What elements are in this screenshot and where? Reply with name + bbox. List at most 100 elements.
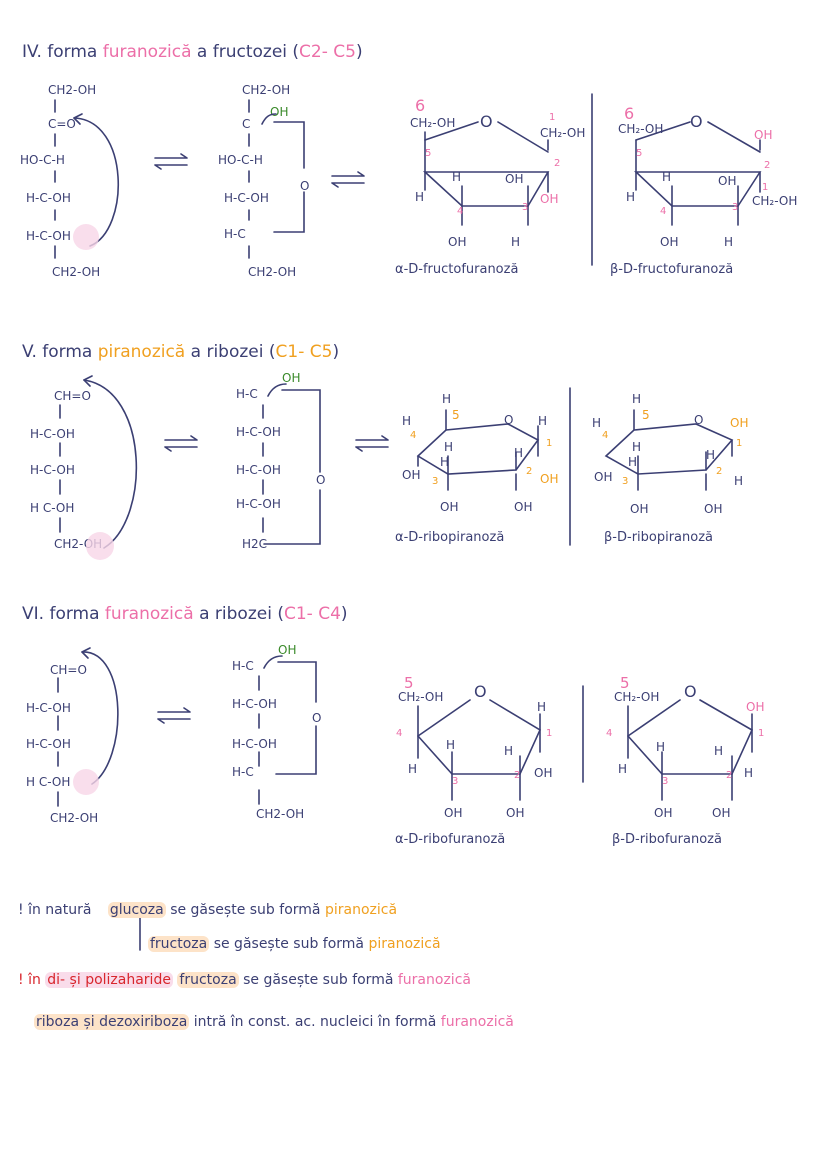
- ring-substituent: H: [706, 448, 716, 462]
- carbon-range: C1- C4: [283, 604, 341, 624]
- chain-atom: HO-C-H: [20, 153, 65, 167]
- note-subject: fructoza: [148, 936, 210, 952]
- chain-atom: CH=O: [54, 389, 91, 403]
- ring-substituent: H: [656, 740, 666, 754]
- ring-oxygen: O: [690, 112, 703, 131]
- chain-atom: H-C-OH: [232, 697, 277, 711]
- ring-oxygen: O: [474, 682, 487, 701]
- section-vi-title: VI. forma furanozică a ribozei (C1- C4): [22, 604, 348, 624]
- ring-substituent: H: [446, 738, 456, 752]
- carbon-number: 5: [425, 148, 432, 159]
- anomeric-oh: OH: [278, 643, 297, 657]
- ring-oxygen: O: [684, 682, 697, 701]
- ring-substituent: H: [538, 414, 548, 428]
- ring-substituent: OH: [660, 235, 679, 249]
- ring-substituent: CH₂-OH: [614, 690, 660, 704]
- ring-substituent: H: [511, 235, 521, 249]
- carbon-number: 4: [410, 430, 417, 441]
- ring-substituent: H: [415, 190, 425, 204]
- note-prefix: ! în natură: [18, 902, 92, 918]
- carbon-number: 1: [736, 438, 743, 449]
- note-prefix: ! în: [18, 972, 41, 988]
- note-text: se găsește sub formă: [170, 902, 321, 918]
- carbon-number: 4: [660, 206, 667, 217]
- beta-ribopyranose-name: β-D-ribopiranoză: [604, 530, 714, 545]
- chain-atom: H-C: [236, 387, 258, 401]
- chain-atom: H-C: [224, 227, 246, 241]
- carbon-range: C1- C5: [275, 342, 333, 362]
- chain-atom: HO-C-H: [218, 153, 263, 167]
- ring-substituent: CH₂-OH: [410, 116, 456, 130]
- ring-substituent: H: [537, 700, 547, 714]
- chain-atom: H-C-OH: [236, 463, 281, 477]
- chain-atom: H-C: [232, 765, 254, 779]
- ring-substituent: CH₂-OH: [618, 122, 664, 136]
- ring-substituent: H: [504, 744, 514, 758]
- chain-atom: H-C: [232, 659, 254, 673]
- title-highlight: furanozică: [102, 42, 192, 62]
- note-red-text: di- și polizaharide: [45, 972, 173, 988]
- chain-atom: CH2-OH: [256, 807, 305, 821]
- ring-substituent: OH: [440, 500, 459, 514]
- ring-substituent: OH: [654, 806, 673, 820]
- chain-atom: CH2-OH: [52, 265, 101, 279]
- anomeric-oh: OH: [282, 371, 301, 385]
- carbon-number: 2: [554, 158, 561, 169]
- ring-substituent: OH: [630, 502, 649, 516]
- ring-substituent: OH: [746, 700, 765, 714]
- section-number: IV.: [22, 42, 42, 62]
- anomeric-oh: OH: [270, 105, 289, 119]
- chain-atom: H-C-OH: [236, 497, 281, 511]
- chain-atom: H-C-OH: [232, 737, 277, 751]
- carbon-number: 4: [606, 728, 613, 739]
- ring-substituent: CH₂-OH: [752, 194, 798, 208]
- chain-atom: H-C-OH: [224, 191, 269, 205]
- ring-substituent: OH: [718, 174, 737, 188]
- note-subject: glucoza: [107, 902, 166, 918]
- carbon-number: 1: [549, 112, 556, 123]
- carbon-number: 4: [602, 430, 609, 441]
- alpha-ribofuranose-name: α-D-ribofuranoză: [395, 832, 506, 847]
- ring-substituent: H: [632, 392, 642, 406]
- chain-atom: C=O: [48, 117, 76, 131]
- carbon-number: 3: [432, 476, 439, 487]
- ring-substituent: OH: [505, 172, 524, 186]
- ring-substituent: H: [662, 170, 672, 184]
- section-number: VI.: [22, 604, 45, 624]
- carbon-number: 4: [396, 728, 403, 739]
- note-subject: riboza și dezoxiriboza: [34, 1014, 190, 1030]
- ring-substituent: OH: [540, 192, 559, 206]
- carbon-number: 5: [404, 674, 414, 692]
- ring-substituent: H: [452, 170, 462, 184]
- chain-atom: H-C-OH: [30, 427, 75, 441]
- carbon-range: C2- C5: [299, 42, 356, 62]
- carbon-number: 5: [620, 674, 630, 692]
- ring-substituent: OH: [594, 470, 613, 484]
- note-text: se găsește sub formă: [243, 972, 394, 988]
- title-word: forma: [47, 42, 98, 62]
- ring-oxygen: O: [300, 179, 310, 193]
- carbon-number: 6: [624, 104, 635, 123]
- carbon-number: 3: [522, 202, 529, 213]
- chain-atom: H-C-OH: [30, 463, 75, 477]
- carbon-number: 2: [526, 466, 533, 477]
- ring-substituent: H: [408, 762, 418, 776]
- ring-substituent: OH: [704, 502, 723, 516]
- carbon-number: 3: [622, 476, 629, 487]
- title-rest: a fructozei (: [196, 42, 300, 62]
- carbon-number: 5: [636, 148, 643, 159]
- ring-oxygen: O: [694, 413, 704, 427]
- ring-substituent: H: [592, 416, 602, 430]
- ring-substituent: H: [442, 392, 452, 406]
- carbon-number: 1: [758, 728, 765, 739]
- carbon-number: 5: [452, 408, 460, 422]
- beta-fructofuranose-name: β-D-fructofuranoză: [610, 262, 734, 277]
- ring-substituent: OH: [444, 806, 463, 820]
- section-number: V.: [22, 342, 37, 362]
- chain-atom: H C-OH: [30, 501, 75, 515]
- carbon-number: 4: [457, 206, 464, 217]
- note-polysaccharides: ! în di- și polizaharide fructoza se găs…: [18, 972, 471, 988]
- ring-oxygen: O: [480, 112, 493, 131]
- ring-substituent: H: [714, 744, 724, 758]
